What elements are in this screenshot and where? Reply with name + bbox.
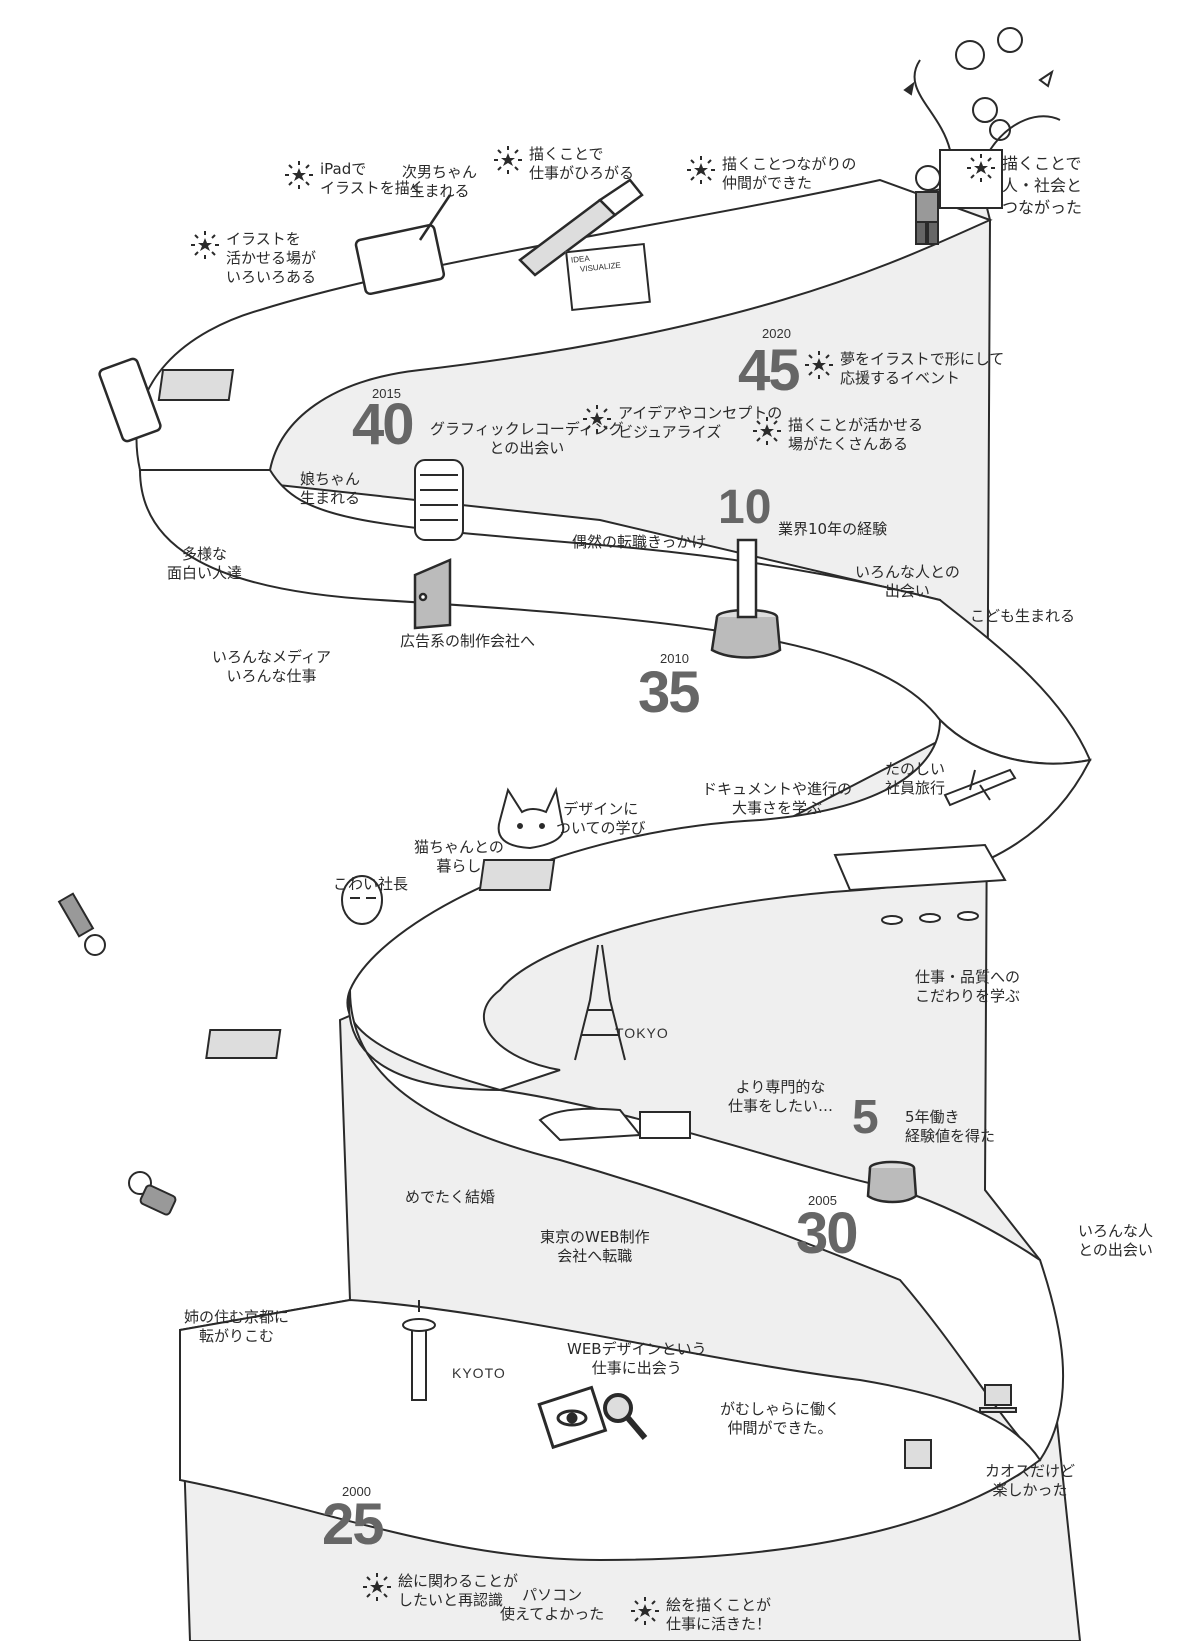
sparkle-star-icon — [804, 350, 834, 380]
landed-person-icon — [128, 1171, 177, 1216]
label-five-years: 5年働き 経験値を得た — [905, 1108, 996, 1145]
label-kyoto-sister: 姉の住む京都に 転がりこむ — [184, 1308, 290, 1345]
tokyo-label: TOKYO — [615, 1025, 669, 1041]
age-40: 40 — [352, 392, 414, 457]
highlight-text: 絵を描くことが 仕事に活きた！ — [666, 1596, 772, 1633]
year-2010: 2010 — [660, 651, 689, 666]
label-marriage: めでたく結婚 — [405, 1188, 496, 1206]
train-icon — [538, 1107, 691, 1142]
label-specialized: より専門的な 仕事をしたい… — [728, 1078, 834, 1115]
label-accidental-change: 偶然の転職きっかけ — [572, 533, 707, 551]
highlight-text: イラストを 活かせる場が いろいろある — [226, 230, 317, 286]
highlight-text: アイデアやコンセプトの ビジュアライズ — [618, 404, 783, 441]
pedestal-icon — [710, 538, 782, 659]
sparkle-star-icon — [582, 404, 612, 434]
door-icon — [413, 558, 452, 630]
highlight-text: 描くことで 仕事がひろがる — [529, 145, 635, 182]
label-various-media: いろんなメディア いろんな仕事 — [212, 648, 331, 685]
age-35: 35 — [638, 660, 700, 725]
label-company-trip: たのしい 社員旅行 — [885, 760, 946, 797]
sparkle-star-icon — [284, 160, 314, 190]
label-documents: ドキュメントや進行の 大事さを学ぶ — [702, 780, 853, 817]
magnifier-icon — [603, 1393, 648, 1440]
road-top-1 — [135, 178, 993, 471]
label-cat-life: 猫ちゃんとの 暮らし — [414, 838, 504, 875]
highlight-want-drawing: 絵に関わることが したいと再認識 — [362, 1572, 518, 1610]
desk-icon — [157, 369, 556, 1059]
highlight-drawing-expands-work: 描くことで 仕事がひろがる — [493, 145, 634, 183]
road-top-4 — [347, 989, 1065, 1462]
marker-icon — [518, 178, 644, 277]
highlight-text: iPadで イラストを描く — [320, 160, 425, 197]
highlight-text: 夢をイラストで形にして 応援するイベント — [840, 350, 1005, 387]
label-ten-years: 業界10年の経験 — [778, 520, 888, 538]
sparkle-star-icon — [630, 1596, 660, 1626]
highlight-ipad-illustration: iPadで イラストを描く — [284, 160, 425, 198]
five-years-sign: 5 — [852, 1091, 879, 1144]
sparkle-star-icon — [190, 230, 220, 260]
sparkle-star-icon — [752, 416, 782, 446]
year-2015: 2015 — [372, 386, 401, 401]
label-ad-company: 広告系の制作会社へ — [400, 632, 536, 650]
highlight-illustration-places: イラストを 活かせる場が いろいろある — [190, 230, 316, 287]
highlight-many-places: 描くことが活かせる 場がたくさんある — [752, 416, 923, 454]
label-second-son: 次男ちゃん 生まれる — [402, 163, 478, 200]
cat-icon — [497, 786, 565, 850]
label-scary-boss: こわい社長 — [333, 875, 409, 893]
kyoto-tower-icon — [402, 1300, 436, 1401]
computer-icon — [904, 1384, 1017, 1469]
highlight-text: 描くことつながりの 仲間ができた — [722, 155, 857, 192]
road-top-5 — [179, 1298, 1042, 1562]
label-chaos-fun: カオスだけど 楽しかった — [985, 1462, 1076, 1499]
label-pc-useful: パソコン 使えてよかった — [500, 1586, 605, 1623]
age-45: 45 — [738, 338, 800, 403]
airplane-icon — [943, 768, 1017, 807]
sparkle-star-icon — [686, 155, 716, 185]
ipad-icon — [354, 194, 452, 296]
eye-frame-icon — [537, 1385, 608, 1450]
label-meet-people-top: いろんな人との 出会い — [855, 563, 960, 600]
idea-visualize-sign: IDEA VISUALIZE — [565, 242, 651, 312]
pedestal-small-icon — [866, 1160, 918, 1204]
sparkle-star-icon — [493, 145, 523, 175]
highlight-connected-society: 描くことで 人・社会と つながった — [966, 153, 1082, 219]
label-daughter: 娘ちゃん 生まれる — [300, 470, 361, 507]
age-30: 30 — [796, 1201, 858, 1266]
highlight-drawing-in-work: 絵を描くことが 仕事に活きた！ — [630, 1596, 771, 1634]
label-graphic-recording: グラフィックレコーディング との出会い — [430, 420, 624, 457]
falling-person-icon — [57, 892, 106, 956]
ten-years-sign: 10 — [718, 481, 772, 534]
age-25: 25 — [322, 1492, 384, 1557]
sparkle-star-icon — [966, 153, 996, 183]
tower-building-icon — [414, 459, 464, 541]
highlight-text: 描くことで 人・社会と つながった — [1002, 154, 1083, 217]
highlight-drawing-friends: 描くことつながりの 仲間ができた — [686, 155, 856, 193]
label-design-learning: デザインに ついての学び — [556, 800, 646, 837]
label-diverse-people: 多様な 面白い人達 — [167, 545, 243, 582]
boss-icon — [341, 875, 383, 925]
road-top-3 — [346, 717, 1092, 1092]
label-hard-working: がむしゃらに働く 仲間ができた。 — [720, 1400, 841, 1437]
label-child-born: こども生まれる — [970, 607, 1076, 625]
tokyo-tower-icon — [574, 944, 626, 1061]
meeting-table-icon — [833, 843, 1007, 925]
kyoto-label: KYOTO — [452, 1365, 506, 1381]
label-web-design: WEBデザインという 仕事に出会う — [567, 1340, 707, 1377]
drawing-person-icon — [915, 165, 941, 245]
tablet-icon — [98, 357, 162, 443]
year-2000: 2000 — [342, 1484, 371, 1499]
year-2020: 2020 — [762, 326, 791, 341]
label-meet-people-bottom: いろんな人 との出会い — [1078, 1222, 1154, 1259]
highlight-dream-event: 夢をイラストで形にして 応援するイベント — [804, 350, 1004, 388]
highlight-idea-visualize: アイデアやコンセプトの ビジュアライズ — [582, 404, 782, 442]
highlight-text: 描くことが活かせる 場がたくさんある — [788, 416, 924, 453]
sparkle-star-icon — [362, 1572, 392, 1602]
year-2005: 2005 — [808, 1193, 837, 1208]
label-quality: 仕事・品質への こだわりを学ぶ — [915, 968, 1021, 1005]
highlight-text: 絵に関わることが したいと再認識 — [398, 1572, 519, 1609]
label-tokyo-web: 東京のWEB制作 会社へ転職 — [540, 1228, 650, 1265]
